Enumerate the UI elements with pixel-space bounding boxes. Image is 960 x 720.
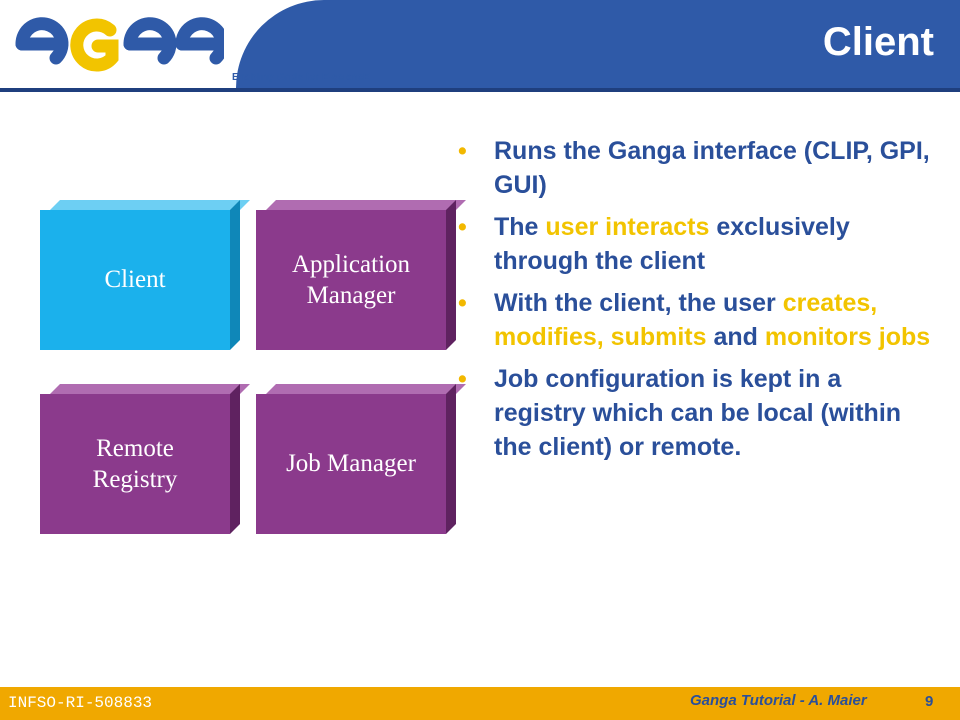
highlighted-text: monitors jobs bbox=[764, 323, 931, 351]
application-manager-box-side bbox=[446, 200, 456, 350]
remote-registry-box: Remote Registry bbox=[40, 384, 250, 534]
remote-registry-box-top bbox=[50, 384, 250, 394]
bullet-list: • Runs the Ganga interface (CLIP, GPI, GU… bbox=[458, 134, 938, 472]
egee-logo-icon bbox=[15, 17, 224, 72]
bullet-dot-icon: • bbox=[458, 289, 467, 317]
job-manager-box-side bbox=[446, 384, 456, 534]
bullet-item: • With the client, the user creates, modi… bbox=[458, 286, 938, 354]
footer-project-id: INFSO-RI-508833 bbox=[8, 694, 153, 712]
remote-registry-box-label: Remote Registry bbox=[40, 394, 230, 534]
bullet-item: • The user interacts exclusively through … bbox=[458, 210, 938, 278]
remote-registry-box-side bbox=[230, 384, 240, 534]
client-box: Client bbox=[40, 200, 250, 350]
bullet-text: exclusively through the client bbox=[494, 213, 850, 275]
tagline: Enabling Grids for E-sciencE bbox=[232, 72, 370, 83]
bullet-text: The bbox=[494, 213, 546, 241]
slide-title: Client bbox=[822, 20, 934, 64]
footer-title: Ganga Tutorial - A. Maier bbox=[690, 692, 867, 709]
footer-bar: INFSO-RI-508833 Ganga Tutorial - A. Maie… bbox=[0, 687, 960, 720]
client-box-side bbox=[230, 200, 240, 350]
job-manager-box-label: Job Manager bbox=[256, 394, 446, 534]
highlighted-text: user interacts bbox=[545, 213, 710, 241]
application-manager-box-top bbox=[266, 200, 466, 210]
application-manager-box-label: Application Manager bbox=[256, 210, 446, 350]
bullet-dot-icon: • bbox=[458, 137, 467, 165]
bullet-item: • Runs the Ganga interface (CLIP, GPI, GU… bbox=[458, 134, 938, 202]
bullet-text: and bbox=[706, 323, 765, 351]
bullet-dot-icon: • bbox=[458, 365, 467, 393]
job-manager-box: Job Manager bbox=[256, 384, 466, 534]
job-manager-box-top bbox=[266, 384, 466, 394]
bullet-text: With the client, the user bbox=[494, 289, 783, 317]
page-number: 9 bbox=[925, 693, 934, 710]
bullet-item: • Job configuration is kept in a registry… bbox=[458, 362, 938, 464]
bullet-text: Runs the Ganga interface (CLIP, GPI, GUI… bbox=[494, 137, 930, 199]
application-manager-box: Application Manager bbox=[256, 200, 466, 350]
client-box-top bbox=[50, 200, 250, 210]
client-box-label: Client bbox=[40, 210, 230, 350]
highlighted-text: creates, modifies, submits bbox=[494, 289, 878, 351]
bullet-text: Job configuration is kept in a registry … bbox=[494, 365, 902, 461]
bullet-dot-icon: • bbox=[458, 213, 467, 241]
header-strip bbox=[0, 88, 960, 92]
